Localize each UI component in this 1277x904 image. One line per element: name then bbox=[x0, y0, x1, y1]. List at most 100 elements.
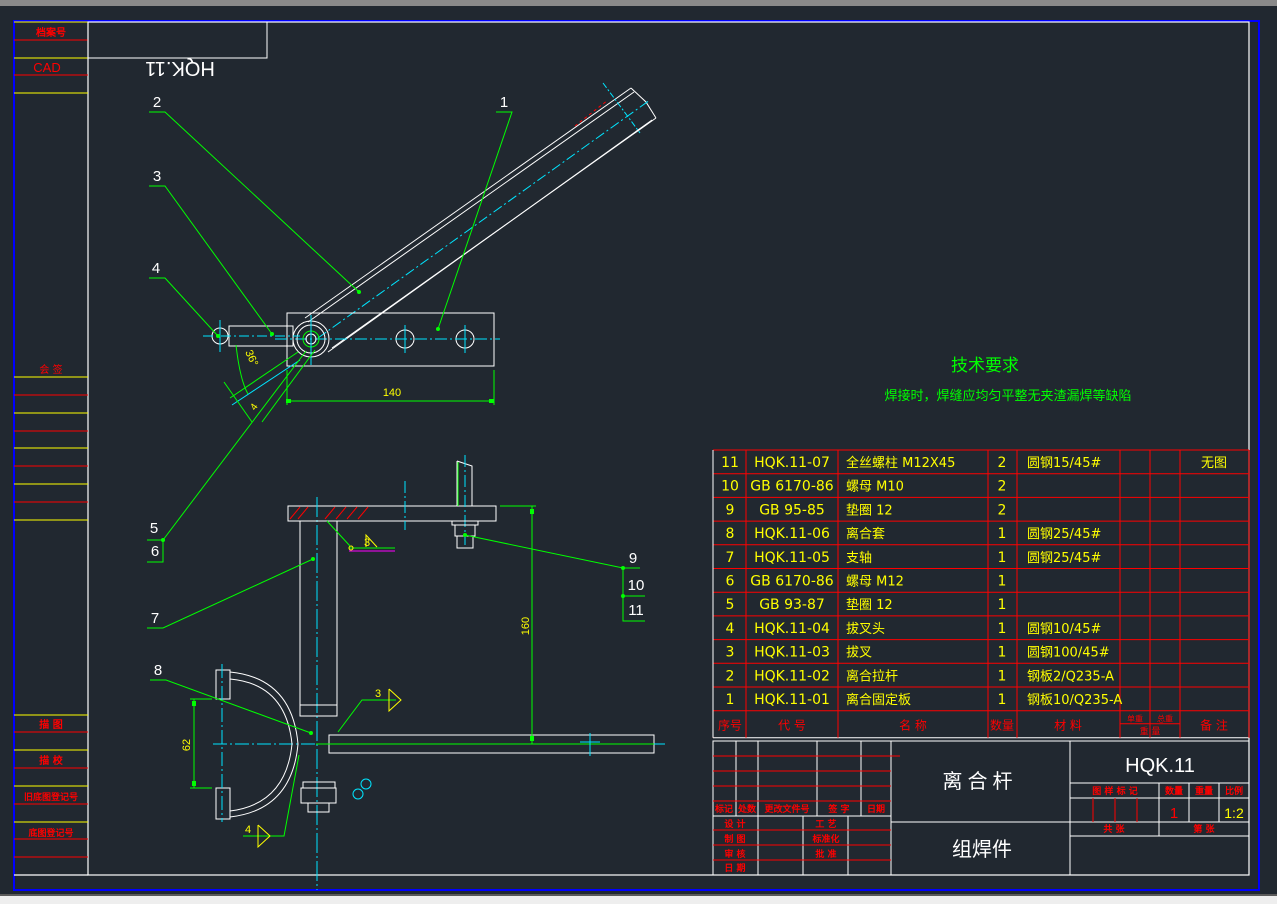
front-view bbox=[190, 455, 665, 890]
bom-row-name: 垫圈 12 bbox=[846, 597, 893, 613]
cad-canvas[interactable]: 档案号 CAD 会 签 描 图 描 校 旧底图登记号 底图登记号 HQK.11 bbox=[0, 6, 1277, 894]
trace-check-label: 描 校 bbox=[39, 754, 63, 767]
label-qty: 数量 bbox=[1165, 785, 1183, 797]
balloon-3: 3 bbox=[153, 168, 161, 185]
bom-row-seq: 9 bbox=[726, 502, 735, 518]
bom-row-code: HQK.11-06 bbox=[754, 526, 830, 542]
bom-row-qty: 1 bbox=[998, 668, 1007, 684]
bom-row-name: 螺母 M10 bbox=[846, 480, 904, 495]
bom-row-code: GB 6170-86 bbox=[750, 479, 833, 495]
dim-offset: 4 bbox=[248, 401, 260, 412]
bom-row-name: 垫圈 12 bbox=[846, 502, 893, 518]
countersign-label: 会 签 bbox=[39, 363, 62, 376]
bom-row-seq: 3 bbox=[726, 645, 735, 661]
bom-row-qty: 1 bbox=[998, 692, 1007, 708]
left-sidebar bbox=[14, 21, 88, 858]
bom-row-seq: 5 bbox=[726, 597, 735, 613]
bom-row-code: HQK.11-03 bbox=[754, 645, 830, 661]
bom-row-material: 圆钢15/45# bbox=[1027, 456, 1101, 471]
dim-160: 160 bbox=[520, 617, 532, 635]
arm-break-hatch bbox=[574, 99, 609, 127]
rev-header-count: 处数 bbox=[737, 803, 757, 815]
balloon-8: 8 bbox=[154, 662, 162, 679]
weld-size-3: 4 bbox=[245, 824, 251, 836]
bom-row-name: 支轴 bbox=[846, 551, 872, 566]
qty-value: 1 bbox=[1170, 805, 1178, 822]
window-bottom-bar bbox=[0, 894, 1277, 904]
bom-row-material: 圆钢25/45# bbox=[1027, 551, 1101, 566]
label-stage: 图 样 标 记 bbox=[1092, 785, 1137, 797]
bom-row-qty: 2 bbox=[998, 455, 1007, 471]
bom-row-code: HQK.11-02 bbox=[754, 668, 830, 684]
drawing-svg: 档案号 CAD 会 签 描 图 描 校 旧底图登记号 底图登记号 HQK.11 bbox=[13, 20, 1260, 891]
bom-header-code: 代 号 bbox=[778, 719, 806, 733]
mirrored-code: HQK.11 bbox=[145, 57, 215, 79]
balloon-7: 7 bbox=[151, 610, 159, 627]
bom-row-code: GB 95-85 bbox=[759, 502, 825, 518]
bom-row-seq: 10 bbox=[721, 479, 739, 495]
archive-no-label: 档案号 bbox=[35, 26, 66, 39]
dim-angle: 36° bbox=[242, 348, 260, 368]
bom-row-name: 离合拉杆 bbox=[846, 668, 898, 684]
bom-header-seq: 序号 bbox=[718, 718, 742, 733]
arm-centerline bbox=[317, 99, 651, 339]
balloon-4: 4 bbox=[152, 260, 160, 277]
mirrored-code-box bbox=[87, 21, 268, 59]
bom-row-qty: 2 bbox=[998, 479, 1007, 495]
bom-row-seq: 6 bbox=[726, 574, 735, 590]
balloon-1: 1 bbox=[500, 94, 508, 111]
label-design: 设 计 bbox=[724, 818, 745, 830]
bom-row-qty: 1 bbox=[998, 645, 1007, 661]
title-block bbox=[712, 740, 1250, 876]
outer-frame bbox=[13, 20, 1260, 891]
label-scale: 比例 bbox=[1225, 785, 1243, 797]
bom-row-seq: 1 bbox=[726, 692, 735, 708]
bom-row-code: GB 6170-86 bbox=[750, 574, 833, 590]
label-approve: 批 准 bbox=[815, 848, 836, 860]
bom-row-qty: 1 bbox=[998, 526, 1007, 542]
bom-row-seq: 11 bbox=[721, 455, 739, 471]
balloon-2: 2 bbox=[153, 94, 161, 111]
rev-header-sign: 签 字 bbox=[827, 803, 849, 815]
bom-row-name: 拔叉 bbox=[846, 646, 872, 661]
bom-header-unit-weight: 单重 bbox=[1127, 714, 1143, 724]
bom-row-seq: 7 bbox=[726, 550, 735, 566]
label-draw: 制 图 bbox=[724, 833, 745, 845]
balloon-5: 5 bbox=[150, 520, 158, 537]
label-review: 审 核 bbox=[724, 848, 745, 860]
scale-value: 1:2 bbox=[1224, 805, 1244, 821]
bom-header-weight: 重 量 bbox=[1140, 726, 1161, 738]
bom-row-name: 螺母 M12 bbox=[846, 575, 904, 590]
drawing-border bbox=[87, 21, 1250, 876]
base-reg-label: 底图登记号 bbox=[28, 827, 73, 839]
bom-row-qty: 1 bbox=[998, 550, 1007, 566]
bom-row-seq: 4 bbox=[726, 621, 735, 637]
bom-row-qty: 1 bbox=[998, 597, 1007, 613]
top-view bbox=[203, 82, 657, 423]
drawing-number: HQK.11 bbox=[1125, 755, 1195, 777]
bom-header-total-weight: 总重 bbox=[1157, 714, 1173, 724]
label-sheet-no: 第 张 bbox=[1193, 823, 1215, 835]
tech-req-title: 技术要求 bbox=[951, 356, 1019, 376]
rev-header-date: 日期 bbox=[867, 803, 885, 815]
bom-header-material: 材 料 bbox=[1054, 719, 1082, 733]
bom-row-qty: 1 bbox=[998, 621, 1007, 637]
bom-row-name: 全丝螺柱 M12X45 bbox=[846, 455, 955, 471]
label-total-sheets: 共 张 bbox=[1103, 823, 1125, 835]
bom-row-qty: 1 bbox=[998, 574, 1007, 590]
label-date: 日 期 bbox=[724, 862, 745, 874]
label-weight: 重量 bbox=[1195, 785, 1213, 797]
weld-size-1: 3 bbox=[364, 537, 370, 549]
bom-row-material: 圆钢10/45# bbox=[1027, 622, 1101, 637]
bom-row-code: HQK.11-01 bbox=[754, 692, 830, 708]
bom-row-name: 离合固定板 bbox=[846, 692, 911, 708]
bom-row-code: HQK.11-04 bbox=[754, 621, 830, 637]
bom-row-seq: 2 bbox=[726, 668, 735, 684]
weld-size-2: 3 bbox=[375, 688, 381, 700]
rev-header-mark: 标记 bbox=[714, 803, 733, 815]
bom-row-code: HQK.11-07 bbox=[754, 455, 830, 471]
dim-62: 62 bbox=[181, 739, 193, 751]
cad-label: CAD bbox=[33, 60, 60, 75]
balloon-11: 11 bbox=[628, 602, 644, 619]
tech-req-text: 焊接时，焊缝应均匀平整无夹渣漏焊等缺陷 bbox=[884, 388, 1131, 404]
